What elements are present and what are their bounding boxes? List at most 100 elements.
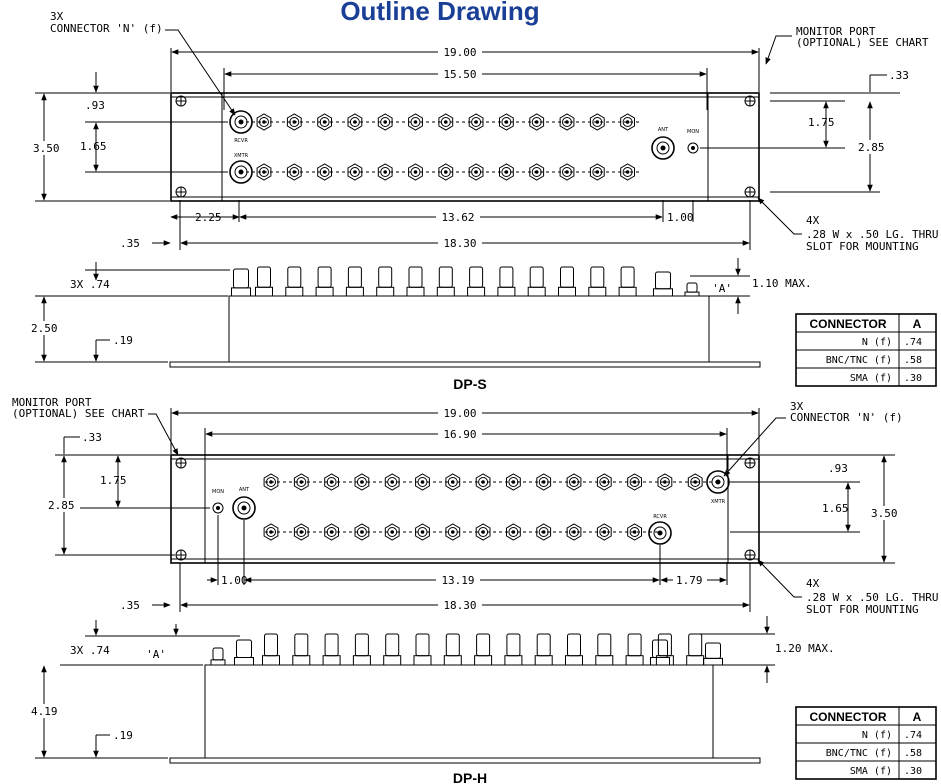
side-connector: [210, 647, 226, 666]
top-small-connectors: [256, 113, 635, 181]
hex-connector: [499, 113, 514, 131]
bottom-dim-slot-top: .33: [82, 431, 102, 444]
hex-connector: [627, 473, 642, 491]
side-connector: [376, 266, 395, 297]
side-connector: [565, 633, 583, 666]
table-header-connector: CONNECTOR: [809, 710, 886, 724]
side-connector: [703, 642, 723, 666]
bottom-dim-span: 13.19: [441, 574, 474, 587]
bottom-dim-a: 'A': [146, 648, 166, 661]
hex-connector: [354, 523, 370, 541]
side-connector: [527, 266, 546, 297]
bottom-dim-slot-height: 2.85: [48, 499, 75, 512]
table-cell: BNC/TNC (f): [826, 355, 892, 366]
hex-connector: [468, 113, 484, 131]
hex-connector: [687, 473, 703, 491]
hex-connector: [293, 473, 309, 491]
hex-connector: [499, 163, 514, 181]
top-dim-flange: .19: [113, 334, 133, 347]
hex-connector: [263, 523, 279, 541]
bottom-callout-conn-name: CONNECTOR 'N' (f): [790, 411, 903, 424]
side-connector: [262, 633, 280, 666]
hex-connector: [475, 523, 491, 541]
table-header-a: A: [913, 317, 922, 331]
hex-connector: [317, 163, 332, 181]
bottom-dim-inner-width: 16.90: [443, 428, 476, 441]
top-product-name: DP-S: [453, 376, 486, 392]
table-cell: N (f): [862, 730, 892, 741]
hex-connector: [566, 523, 582, 541]
hex-connector: [354, 473, 370, 491]
bottom-dim-max: 1.20 MAX.: [775, 642, 835, 655]
bottom-port-ant: ANT: [239, 487, 250, 493]
bottom-port-xmtr: XMTR: [711, 499, 726, 505]
bottom-side-connectors: [210, 633, 723, 666]
top-dim-overall-width: 19.00: [443, 46, 476, 59]
side-connector: [231, 268, 251, 297]
bottom-product-name: DP-H: [453, 770, 487, 784]
hex-connector: [408, 113, 423, 131]
side-connector: [588, 266, 607, 297]
bottom-dim-row-spacing: 1.65: [822, 502, 849, 515]
top-mount-holes: [175, 95, 756, 198]
hex-connector: [377, 163, 393, 181]
hex-connector: [657, 473, 673, 491]
side-connector: [653, 271, 673, 297]
top-assembly: RCVR XMTR ANT MON 19.00 15.50 2.25: [28, 10, 938, 392]
top-n-connectors: [229, 110, 699, 184]
bottom-dim-left-offset: 1.00: [221, 574, 248, 587]
top-dim-mon-height: 1.75: [808, 116, 835, 129]
hex-connector: [438, 113, 454, 131]
bottom-dim-overall-width: 19.00: [443, 407, 476, 420]
table-header-connector: CONNECTOR: [809, 317, 886, 331]
side-connector: [322, 633, 341, 666]
bottom-dim-depth: 4.19: [31, 705, 58, 718]
hex-connector: [559, 113, 575, 131]
top-dim-a: 'A': [712, 282, 732, 295]
hex-connector: [324, 473, 339, 491]
hex-connector: [620, 163, 635, 181]
side-connector: [686, 633, 705, 666]
side-connector: [413, 633, 432, 666]
side-connector: [655, 633, 674, 666]
hex-connector: [536, 523, 552, 541]
top-dim-max: 1.10 MAX.: [752, 277, 812, 290]
hex-connector: [347, 163, 363, 181]
top-callout-conn-qty: 3X: [50, 10, 64, 23]
page-title: Outline Drawing: [340, 0, 539, 26]
bottom-side-flange: [169, 757, 761, 764]
top-dim-edge: .35: [120, 237, 140, 250]
bottom-small-connectors: [263, 473, 703, 541]
side-connector: [443, 633, 462, 666]
bottom-assembly: XMTR RCVR ANT MON 19.00 16.90 1.00: [12, 396, 938, 784]
bottom-dim-row-top: .93: [828, 462, 848, 475]
side-connector: [497, 266, 516, 297]
bottom-front-panel: [170, 454, 760, 564]
hex-connector: [596, 473, 612, 491]
hex-connector: [536, 473, 552, 491]
bottom-dim-conn-height: 3X .74: [70, 644, 110, 657]
hex-connector: [384, 523, 400, 541]
connector-table-top: CONNECTOR A N (f) .74 BNC/TNC (f) .58 SM…: [795, 313, 937, 387]
bottom-mount-holes: [175, 457, 756, 561]
top-dimensions: 19.00 15.50 2.25 13.62 1.00 18.30 .35: [28, 45, 909, 363]
side-connector: [383, 633, 402, 666]
top-dim-slot-height: 2.85: [858, 141, 885, 154]
side-connector: [406, 266, 425, 297]
top-dim-inner-width: 15.50: [443, 68, 476, 81]
table-cell: SMA (f): [850, 766, 892, 777]
table-header-a: A: [913, 710, 922, 724]
hex-connector: [475, 473, 491, 491]
side-connector: [234, 639, 254, 666]
table-cell: SMA (f): [850, 373, 892, 384]
bottom-dim-flange: .19: [113, 729, 133, 742]
bottom-dim-edge: .35: [120, 599, 140, 612]
hex-connector: [566, 473, 582, 491]
table-cell: N (f): [862, 337, 892, 348]
table-cell: .30: [904, 766, 922, 777]
hex-connector: [286, 113, 302, 131]
side-connector: [625, 633, 644, 666]
top-callout-mon2: (OPTIONAL) SEE CHART: [796, 36, 929, 49]
side-connector: [352, 633, 371, 666]
bottom-port-mon: MON: [212, 489, 224, 495]
